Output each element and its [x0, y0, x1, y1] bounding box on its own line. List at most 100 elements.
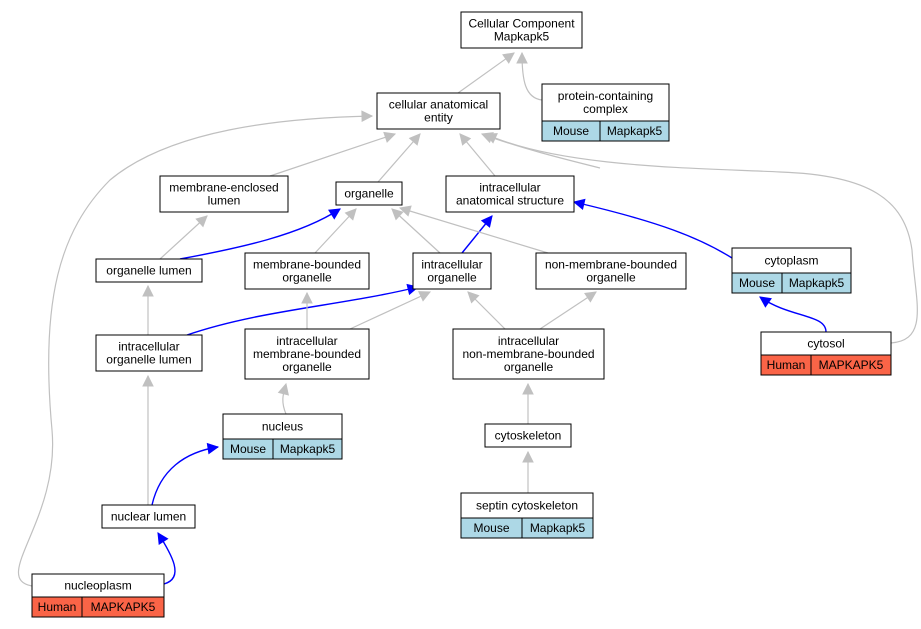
arrowhead-icon — [398, 205, 412, 217]
gene-label: MAPKAPK5 — [819, 358, 884, 372]
arrowhead-icon — [459, 133, 472, 146]
part-of-edge-nuclear-lumen-to-nucleus — [151, 442, 220, 506]
node-cytoskeleton[interactable]: cytoskeleton — [484, 423, 572, 448]
node-label: cytosol — [807, 337, 844, 351]
arrowhead-icon — [759, 296, 772, 308]
gene-label: MAPKAPK5 — [91, 600, 156, 614]
arrowhead-icon — [480, 215, 493, 228]
node-intracellular-non-membrane-bounded-organelle[interactable]: intracellularnon-membrane-boundedorganel… — [452, 328, 605, 380]
node-nuclear-lumen[interactable]: nuclear lumen — [101, 504, 196, 529]
arrowhead-icon — [522, 450, 534, 463]
node-label: protein-containing — [558, 89, 653, 103]
species-label: Human — [38, 600, 77, 614]
gene-cell — [599, 120, 670, 142]
is-a-edge-intracellular-non-membrane-bounded-organelle-to-intracellular-organelle — [467, 291, 506, 330]
species-label: Human — [767, 358, 806, 372]
is-a-edge-organelle-to-cellular-anatomical-entity — [377, 133, 421, 183]
node-label: entity — [424, 111, 453, 125]
is-a-edge-non-membrane-bounded-organelle-to-organelle — [398, 205, 549, 254]
species-label: Mouse — [473, 521, 509, 535]
is-a-edge-intracellular-organelle-to-organelle — [391, 208, 441, 254]
node-box — [541, 83, 670, 122]
node-label: septin cytoskeleton — [476, 499, 578, 513]
gene-cell — [81, 596, 165, 618]
arrowhead-icon — [467, 291, 480, 304]
is-a-edge-intracellular-membrane-bounded-organelle-to-intracellular-organelle — [349, 291, 432, 330]
arrowhead-icon — [277, 382, 289, 396]
node-label: organelle — [586, 271, 636, 285]
is-a-edge-intracellular-organelle-lumen-to-organelle-lumen — [142, 284, 154, 335]
edge-line — [539, 291, 597, 330]
node-box — [460, 492, 594, 519]
is-a-edge-organelle-lumen-to-membrane-enclosed-lumen — [159, 215, 208, 260]
part-of-edge-organelle-lumen-to-organelle — [179, 208, 341, 260]
node-box — [460, 11, 583, 49]
node-box — [445, 175, 575, 213]
gene-label: Mapkapk5 — [607, 124, 663, 138]
node-label: cytoplasm — [764, 254, 818, 268]
arrowhead-icon — [206, 442, 220, 455]
is-a-edge-septin-cytoskeleton-to-cytoskeleton — [522, 450, 534, 493]
gene-cell — [781, 272, 852, 294]
arrowhead-icon — [142, 374, 154, 387]
node-box — [95, 258, 203, 283]
is-a-edge-membrane-bounded-organelle-to-organelle — [314, 208, 357, 254]
edge-line — [269, 133, 396, 177]
edge-line — [759, 296, 827, 333]
node-label: intracellular — [498, 334, 559, 348]
node-organelle-lumen[interactable]: organelle lumen — [95, 258, 203, 283]
is-a-edge-cellular-anatomical-entity-to-root — [457, 52, 515, 94]
edge-layer — [18, 51, 918, 587]
part-of-edge-cytosol-to-cytoplasm — [759, 296, 827, 333]
arrowhead-icon — [328, 208, 341, 220]
node-label: membrane-bounded — [253, 347, 361, 361]
edge-line — [457, 52, 515, 94]
node-label: membrane-enclosed — [169, 181, 278, 195]
node-box — [731, 247, 852, 274]
node-label: non-membrane-bounded — [545, 258, 677, 272]
arrowhead-icon — [383, 131, 397, 143]
arrowhead-icon — [408, 133, 421, 146]
arrowhead-icon — [195, 215, 208, 228]
node-label: nuclear lumen — [111, 510, 186, 524]
node-box — [159, 175, 289, 213]
gene-label: Mapkapk5 — [789, 276, 845, 290]
arrowhead-icon — [572, 198, 586, 211]
node-organelle[interactable]: organelle — [335, 181, 403, 206]
node-label: Mapkapk5 — [494, 30, 550, 44]
node-label: intracellular — [276, 334, 337, 348]
edge-line — [186, 286, 419, 336]
is-a-edge-cytosol-to-cellular-anatomical-entity — [484, 133, 918, 344]
node-box — [335, 181, 403, 206]
edge-line — [151, 446, 219, 506]
arrowhead-icon — [418, 291, 432, 302]
arrowhead-icon — [301, 291, 313, 304]
arrowhead-icon — [516, 51, 528, 64]
edge-line — [349, 291, 431, 330]
is-a-edge-protein-containing-complex-to-root — [516, 51, 543, 101]
node-label: organelle — [282, 271, 332, 285]
gene-cell — [521, 517, 594, 539]
node-label: complex — [583, 102, 628, 116]
part-of-edge-nucleoplasm-to-nuclear-lumen — [157, 532, 176, 585]
edge-line — [485, 133, 918, 344]
edge-line — [377, 133, 421, 183]
node-label: cellular anatomical — [389, 98, 488, 112]
arrowhead-icon — [584, 291, 597, 303]
